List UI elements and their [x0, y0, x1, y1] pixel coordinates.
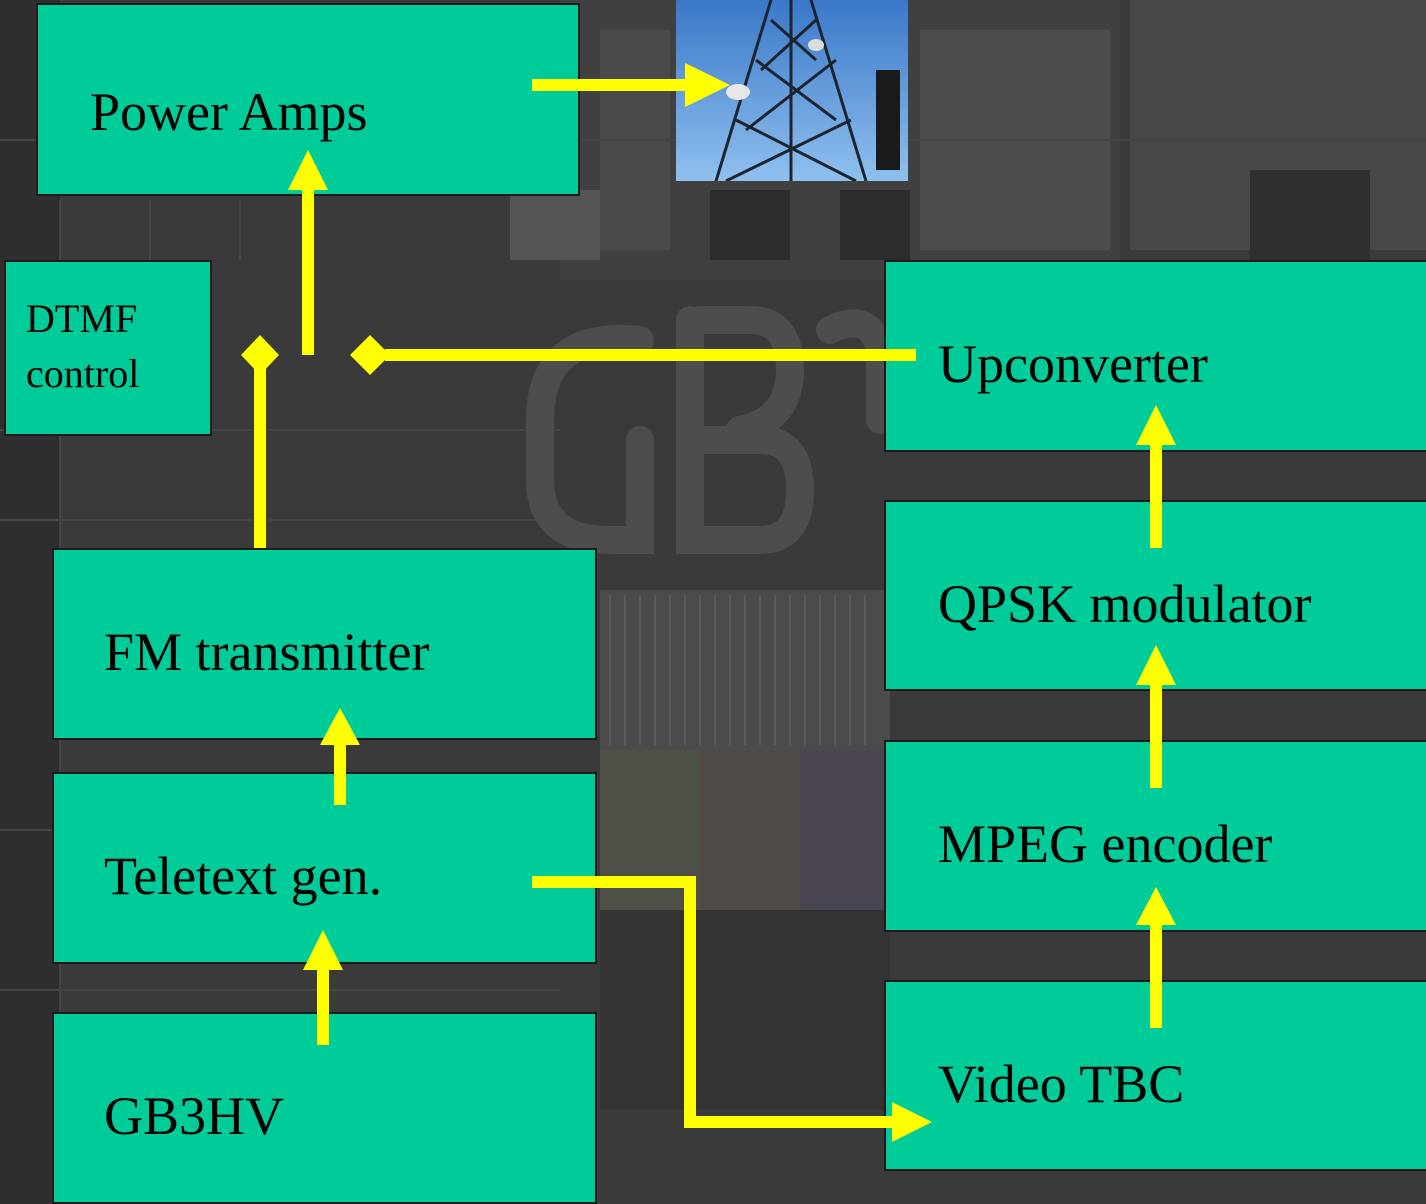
power-amps-block: Power Amps [36, 3, 580, 196]
dtmf-label-line2: control [26, 351, 140, 396]
upconverter-block: Upconverter [884, 260, 1426, 452]
mpeg-encoder-block: MPEG encoder [884, 740, 1426, 932]
qpsk-modulator-label: QPSK modulator [938, 574, 1312, 634]
video-tbc-block: Video TBC [884, 980, 1426, 1171]
fm-transmitter-block: FM transmitter [52, 548, 597, 740]
gb3hv-label: GB3HV [104, 1086, 285, 1146]
dtmf-label-line1: DTMF [26, 296, 138, 341]
fm-transmitter-label: FM transmitter [104, 622, 430, 682]
qpsk-modulator-block: QPSK modulator [884, 500, 1426, 691]
upconverter-label: Upconverter [938, 334, 1208, 394]
mpeg-encoder-label: MPEG encoder [938, 814, 1273, 874]
teletext-generator-label: Teletext gen. [104, 846, 383, 906]
video-tbc-label: Video TBC [938, 1054, 1185, 1114]
power-amps-label: Power Amps [90, 82, 368, 142]
teletext-generator-block: Teletext gen. [52, 772, 597, 964]
transmitter-tower-image [676, 0, 908, 181]
dtmf-control-block: DTMF control [4, 260, 212, 436]
gb3hv-source-block: GB3HV [52, 1012, 597, 1204]
